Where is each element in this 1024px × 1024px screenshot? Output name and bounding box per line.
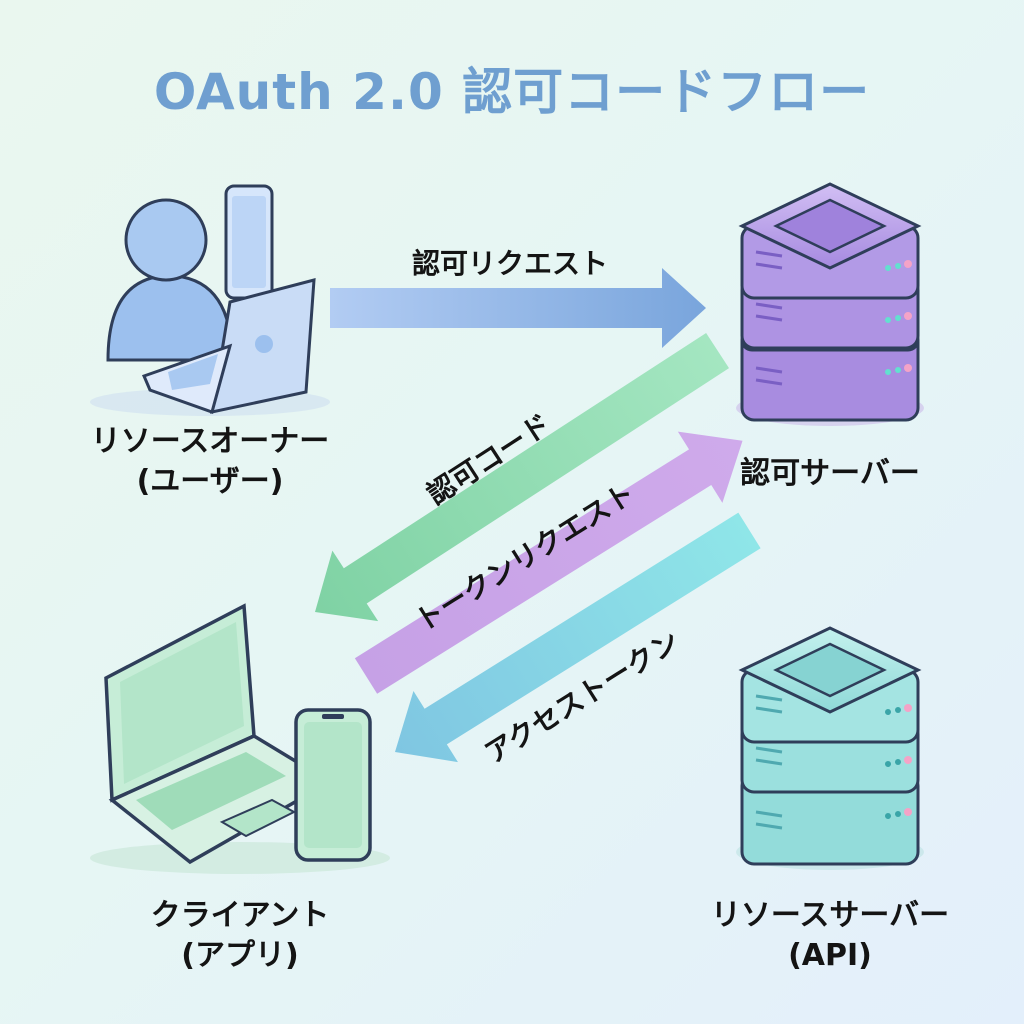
- auth-server-label-line1: 認可サーバー: [740, 456, 920, 491]
- resource-owner-label-line1: リソースオーナー: [90, 424, 330, 459]
- resource-server-illustration: [736, 626, 924, 870]
- flow-arrow-auth-code: [315, 332, 729, 622]
- flow-arrow-token-request: [354, 431, 743, 694]
- auth-server-illustration: [736, 182, 924, 426]
- flow-arrow-auth-request: [330, 268, 706, 348]
- user-illustration: [90, 184, 330, 416]
- resource-owner-label-line2: (ユーザー): [136, 464, 284, 499]
- auth-server-label: 認可サーバー: [710, 454, 950, 494]
- flow-arrow-access-token: [395, 512, 761, 763]
- client-illustration: [90, 603, 390, 874]
- resource-server-label-line2: (API): [788, 938, 872, 973]
- client-label-line2: (アプリ): [181, 938, 299, 973]
- resource-owner-label: リソースオーナー (ユーザー): [70, 422, 350, 502]
- flow-label-auth-request: 認可リクエスト: [412, 247, 609, 280]
- resource-server-label: リソースサーバー (API): [690, 896, 970, 976]
- client-label-line1: クライアント: [150, 898, 330, 933]
- client-label: クライアント (アプリ): [100, 896, 380, 976]
- diagram-title: OAuth 2.0 認可コードフロー: [153, 63, 871, 121]
- resource-server-label-line1: リソースサーバー: [710, 898, 950, 933]
